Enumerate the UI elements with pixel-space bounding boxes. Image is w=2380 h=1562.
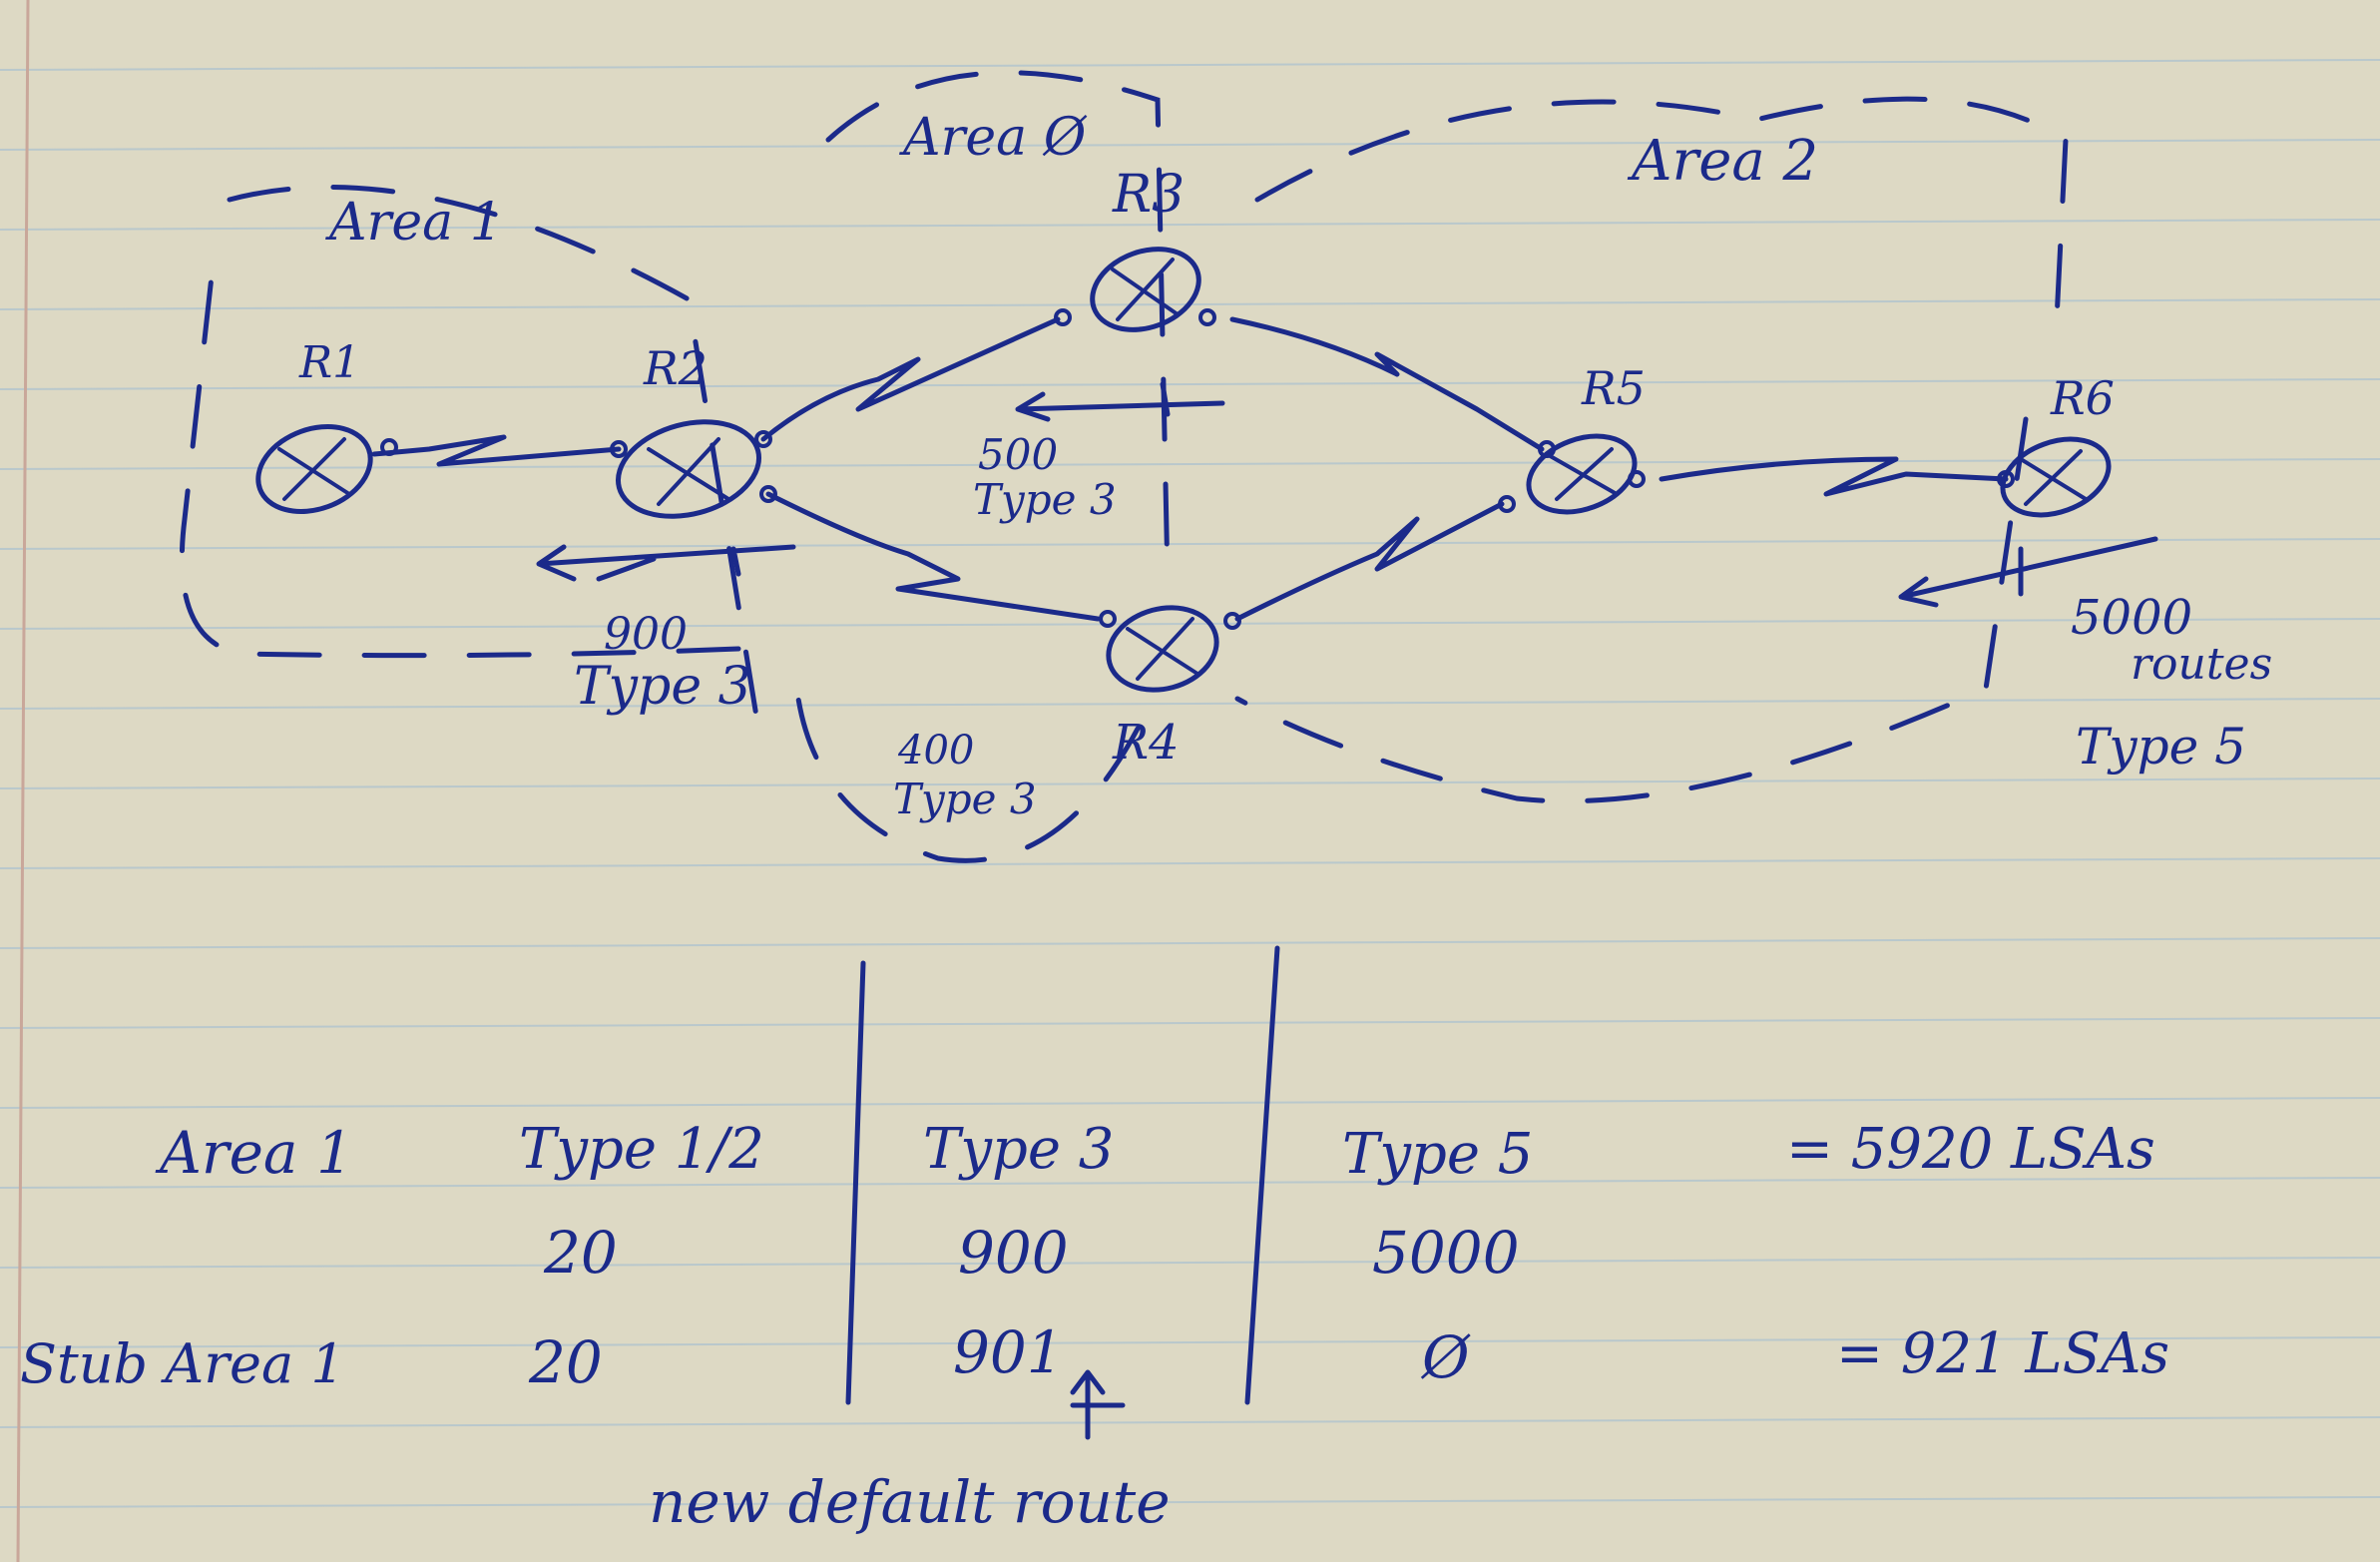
router-r5 (1498, 433, 1646, 515)
link-r3-r5 (1229, 316, 1545, 452)
link-r5-r6 (1659, 456, 2009, 497)
router-label-r2: R2 (643, 341, 708, 395)
row2-type5: Ø (1420, 1323, 1471, 1391)
r4-lsa-count: 400 (897, 728, 974, 774)
arrow-r2-type3 (536, 544, 796, 582)
area0-label: Area Ø (899, 108, 1088, 168)
router-r4 (1099, 605, 1241, 693)
router-label-r4: R4 (1112, 715, 1180, 771)
link-r2-r4 (765, 491, 1101, 622)
arrow-r6-type5 (1898, 536, 2158, 608)
area1-label: Area 1 (325, 193, 503, 253)
link-r1-r2 (371, 434, 622, 467)
r4-lsa-type: Type 3 (893, 775, 1037, 823)
router-label-r1: R1 (298, 337, 360, 388)
row1-type5: 5000 (1372, 1219, 1520, 1287)
default-route-arrow (1070, 1369, 1126, 1440)
arrow-r3-type3 (1015, 381, 1225, 422)
r2-lsa-count: 900 (604, 609, 688, 660)
area1-boundary (179, 185, 761, 732)
area2-boundary (1234, 96, 2069, 804)
router-r2 (610, 419, 777, 519)
footnote-new-default-route: new default route (649, 1468, 1171, 1536)
table-header-type3: Type 3 (923, 1117, 1114, 1182)
router-r1 (255, 423, 398, 515)
table-divider-2 (1244, 945, 1280, 1405)
row1-type12: 20 (543, 1219, 618, 1287)
router-label-r5: R5 (1581, 361, 1646, 415)
area0-boundary (795, 70, 1171, 863)
area2-label: Area 2 (1627, 129, 1818, 194)
r3-lsa-count: 500 (978, 430, 1058, 479)
link-r4-r5 (1234, 501, 1505, 622)
links (371, 316, 2009, 622)
table-header-type5: Type 5 (1342, 1122, 1533, 1187)
row1-total: = 5920 LSAs (1786, 1117, 2155, 1182)
row1-label: Area 1 (155, 1119, 353, 1187)
r6-routes-count: 5000 (2071, 590, 2192, 646)
table-divider-1 (845, 960, 866, 1405)
row2-type12: 20 (528, 1328, 603, 1396)
r2-lsa-type: Type 3 (574, 657, 751, 717)
r6-routes-type: Type 5 (2076, 718, 2246, 776)
row2-label: Stub Area 1 (20, 1332, 345, 1395)
router-r6 (1997, 436, 2112, 518)
row2-total: = 921 LSAs (1836, 1321, 2169, 1386)
router-r3 (1054, 247, 1216, 332)
r6-routes-word: routes (2131, 639, 2272, 690)
row1-type3: 900 (958, 1219, 1069, 1287)
table-header-type12: Type 1/2 (519, 1117, 764, 1182)
row2-type3: 901 (953, 1318, 1064, 1386)
router-label-r6: R6 (2050, 371, 2115, 425)
link-r2-r3 (760, 316, 1061, 442)
router-label-r3: R3 (1112, 165, 1185, 225)
r3-lsa-type: Type 3 (973, 475, 1117, 524)
